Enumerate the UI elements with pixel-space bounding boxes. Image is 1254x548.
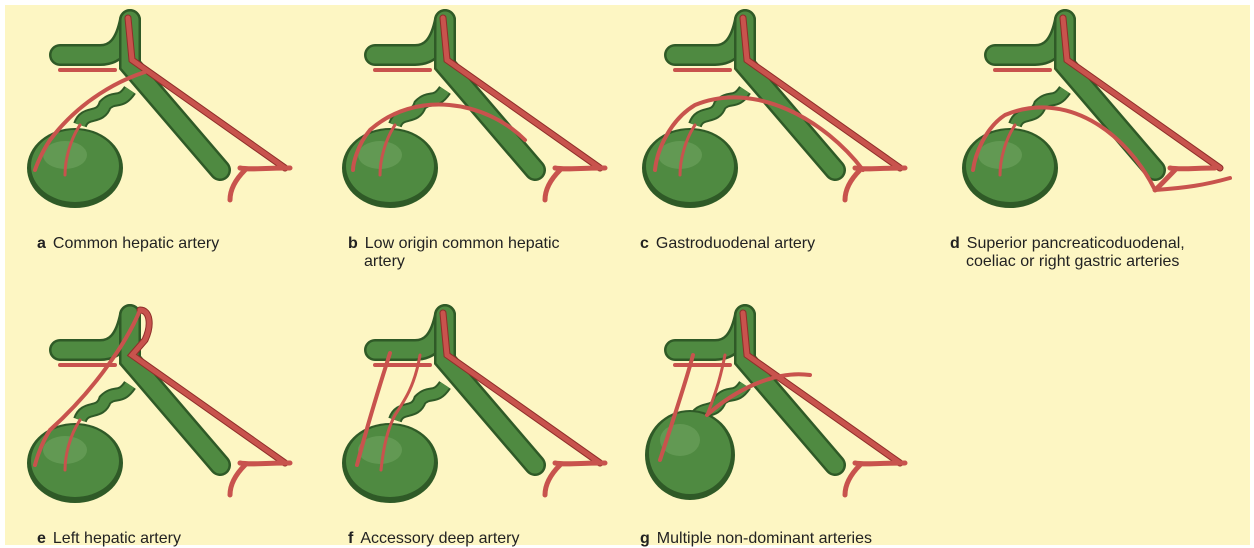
anatomy-illustration-b xyxy=(335,10,625,210)
anatomy-illustration-f xyxy=(335,305,625,505)
caption-text: Left hepatic artery xyxy=(53,530,181,547)
caption-c: c Gastroduodenal artery xyxy=(640,235,815,253)
caption-text: Multiple non-dominant arteries xyxy=(657,530,872,547)
biliary-tree-c xyxy=(642,20,835,208)
caption-letter: c xyxy=(640,235,649,252)
caption-text-line2: coeliac or right gastric arteries xyxy=(950,253,1185,271)
caption-g: g Multiple non-dominant arteries xyxy=(640,530,872,548)
caption-letter: d xyxy=(950,235,960,252)
figure-background: a Common hepatic artery xyxy=(5,5,1250,545)
caption-text: Common hepatic artery xyxy=(53,235,219,252)
biliary-tree-g xyxy=(645,315,835,500)
caption-text: Low origin common hepatic xyxy=(365,235,560,252)
caption-letter: f xyxy=(348,530,353,547)
caption-letter: b xyxy=(348,235,358,252)
biliary-tree-a xyxy=(27,20,220,208)
caption-text: Gastroduodenal artery xyxy=(656,235,815,252)
anatomy-illustration-a xyxy=(20,10,310,210)
anatomy-illustration-g xyxy=(635,305,925,505)
caption-letter: g xyxy=(640,530,650,547)
caption-d: d Superior pancreaticoduodenal, coeliac o… xyxy=(950,235,1185,271)
biliary-tree-b xyxy=(342,20,535,208)
caption-letter: a xyxy=(37,235,46,252)
anatomy-illustration-c xyxy=(635,10,925,210)
anatomy-illustration-e xyxy=(20,305,310,505)
caption-b: b Low origin common hepatic artery xyxy=(348,235,560,271)
caption-letter: e xyxy=(37,530,46,547)
caption-a: a Common hepatic artery xyxy=(37,235,219,253)
caption-text: Superior pancreaticoduodenal, xyxy=(967,235,1185,252)
caption-text-line2: artery xyxy=(348,253,560,271)
biliary-tree-d xyxy=(962,20,1155,208)
caption-text: Accessory deep artery xyxy=(360,530,519,547)
caption-f: f Accessory deep artery xyxy=(348,530,520,548)
anatomy-illustration-d xyxy=(955,10,1245,210)
caption-e: e Left hepatic artery xyxy=(37,530,181,548)
